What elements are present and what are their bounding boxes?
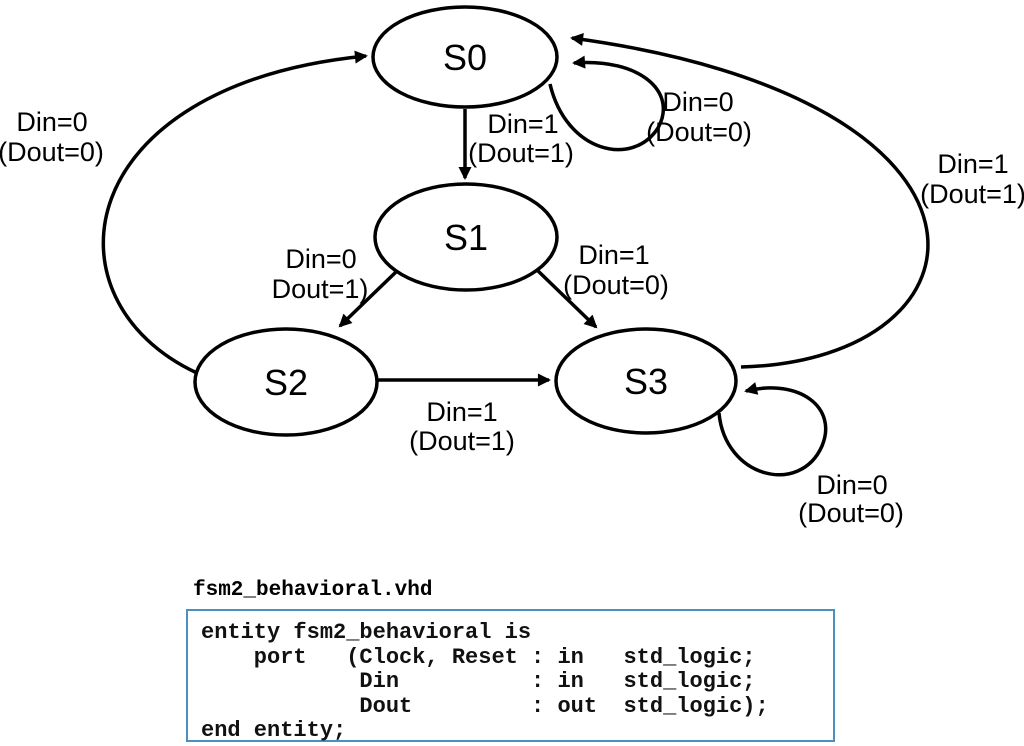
label-s0-s1-line1: Din=1 [487,109,558,139]
code-line: port (Clock, Reset : in std_logic; [201,644,756,670]
code-line: end entity; [201,718,347,743]
label-s1-s2-line2: Dout=1) [272,274,369,304]
fsm-state-diagram: S0 S1 S2 S3 Din=1 (Dout=1) Din=0 (Dout=0… [0,5,1024,528]
label-s2-s0-line1: Din=0 [16,107,87,137]
transition-s1-to-s2 [338,269,399,328]
state-s0-label: S0 [443,37,487,78]
label-s2-s3-line1: Din=1 [426,397,497,427]
label-s0-self-line1: Din=0 [662,87,733,117]
state-s1 [373,182,559,292]
state-s3 [554,327,738,435]
code-line: Din : in std_logic; [201,669,756,694]
label-s3-s0-line1: Din=1 [937,149,1008,179]
label-s1-s3-line1: Din=1 [578,240,649,270]
state-s2-label: S2 [264,362,308,403]
transition-s2-to-s0 [101,50,368,375]
state-s2 [193,327,379,437]
label-s2-s3-line2: (Dout=1) [409,426,515,456]
label-s3-self-line2: (Dout=0) [798,498,904,528]
label-s1-s2-line1: Din=0 [285,244,356,274]
code-line: Dout : out std_logic); [201,693,769,719]
transition-s3-to-s0 [570,33,930,369]
state-s0 [371,5,559,109]
code-filename: fsm2_behavioral.vhd [193,579,433,602]
label-s3-self-line1: Din=0 [816,470,887,500]
code-box: entity fsm2_behavioral is port (Clock, R… [186,609,835,743]
code-line: entity fsm2_behavioral is [201,620,532,645]
label-s0-self-line2: (Dout=0) [646,117,752,147]
label-s3-s0-line2: (Dout=1) [920,179,1024,209]
self-loop-s0 [548,55,665,152]
label-s1-s3-line2: (Dout=0) [563,270,669,300]
label-s2-s0-line2: (Dout=0) [0,137,104,167]
label-s0-s1-line2: (Dout=1) [468,138,574,168]
state-s3-label: S3 [624,361,668,402]
self-loop-s3 [717,382,828,477]
state-s1-label: S1 [444,217,488,258]
transition-s1-to-s3 [534,267,598,329]
